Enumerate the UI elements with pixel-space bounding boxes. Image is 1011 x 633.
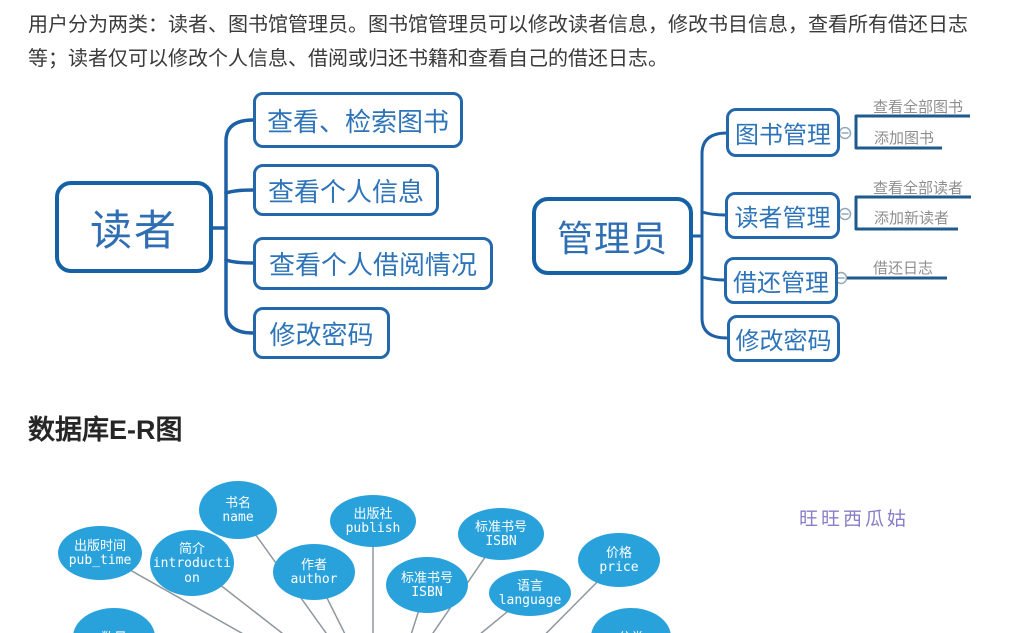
admin-branch-node: 修改密码 <box>727 315 840 362</box>
reader-child-node: 修改密码 <box>253 307 390 359</box>
admin-branch-label: 图书管理 <box>735 122 831 149</box>
reader-child-node: 查看个人信息 <box>253 164 439 216</box>
er-attribute-en: author <box>290 572 338 587</box>
er-attribute-zh: 出版社 <box>353 506 393 521</box>
admin-leaf-lines <box>847 114 971 280</box>
er-attribute-zh: 价格 <box>605 545 632 560</box>
admin-leaf-label: 添加新读者 <box>874 210 950 227</box>
admin-branch-node: 读者管理 <box>725 192 840 239</box>
reader-child-label: 查看个人借阅情况 <box>268 250 477 280</box>
admin-branch-label: 修改密码 <box>735 328 832 355</box>
admin-leaf-label: 查看全部图书 <box>873 99 964 116</box>
reader-child-label: 修改密码 <box>269 319 374 350</box>
intro-paragraph: 用户分为两类：读者、图书馆管理员。图书馆管理员可以修改读者信息，修改书目信息，查… <box>28 14 968 70</box>
admin-leaf-label: 查看全部读者 <box>873 180 964 197</box>
er-attribute-ellipse: 书名 name <box>199 481 277 539</box>
admin-branch-label: 借还管理 <box>733 270 829 297</box>
er-attribute-zh: 标准书号 <box>474 519 527 534</box>
reader-child-node: 查看个人借阅情况 <box>253 237 493 290</box>
er-attribute-zh: 分类 <box>618 630 644 633</box>
er-section-heading: 数据库E-R图 <box>28 415 183 445</box>
reader-root-label: 读者 <box>89 206 178 254</box>
er-attribute-ellipse: 标准书号 ISBN <box>458 508 544 560</box>
er-attribute-en: language <box>498 593 562 608</box>
er-attribute-zh: 简介 <box>178 540 205 556</box>
reader-child-label: 查看、检索图书 <box>266 106 449 137</box>
er-attribute-zh: 作者 <box>300 557 327 572</box>
er-attribute-ellipse: 语言 language <box>489 570 571 616</box>
er-attribute-ellipse: 出版社 publish <box>330 495 416 547</box>
admin-branch-node: 图书管理 <box>726 108 840 157</box>
admin-map-connectors <box>691 131 729 340</box>
er-attribute-en: price <box>599 560 639 575</box>
er-attribute-zh: 数量 <box>101 630 127 633</box>
admin-leaf-label: 借还日志 <box>873 260 934 277</box>
er-attribute-en: introduction <box>152 555 232 586</box>
er-attribute-en: publish <box>345 521 401 536</box>
admin-leaf-label: 添加图书 <box>874 130 935 147</box>
er-attribute-en: ISBN <box>411 585 443 600</box>
er-attribute-zh: 语言 <box>516 578 543 593</box>
reader-map-connectors <box>211 118 255 335</box>
er-attribute-ellipse: 简介 introduction <box>150 530 234 596</box>
er-attribute-ellipse: 作者 author <box>273 544 355 600</box>
er-attribute-ellipse: 标准书号 ISBN <box>386 557 468 613</box>
reader-child-node: 查看、检索图书 <box>253 92 463 148</box>
er-attribute-en: pub_time <box>68 553 132 568</box>
admin-root-node: 管理员 <box>532 197 693 275</box>
er-attribute-zh: 书名 <box>224 495 251 510</box>
reader-child-label: 查看个人信息 <box>267 176 424 207</box>
er-attribute-zh: 出版时间 <box>73 538 126 553</box>
er-attribute-ellipse: 价格 price <box>578 533 660 587</box>
admin-branch-label: 读者管理 <box>734 205 831 232</box>
admin-branch-node: 借还管理 <box>724 257 838 304</box>
er-attribute-ellipse: 出版时间 pub_time <box>58 526 142 580</box>
er-attribute-zh: 标准书号 <box>400 570 453 585</box>
er-attribute-en: name <box>222 510 254 525</box>
reader-root-node: 读者 <box>55 181 213 273</box>
er-attribute-en: ISBN <box>485 534 517 549</box>
watermark-text: 旺旺西瓜姑 <box>799 508 910 530</box>
admin-root-label: 管理员 <box>556 218 668 259</box>
